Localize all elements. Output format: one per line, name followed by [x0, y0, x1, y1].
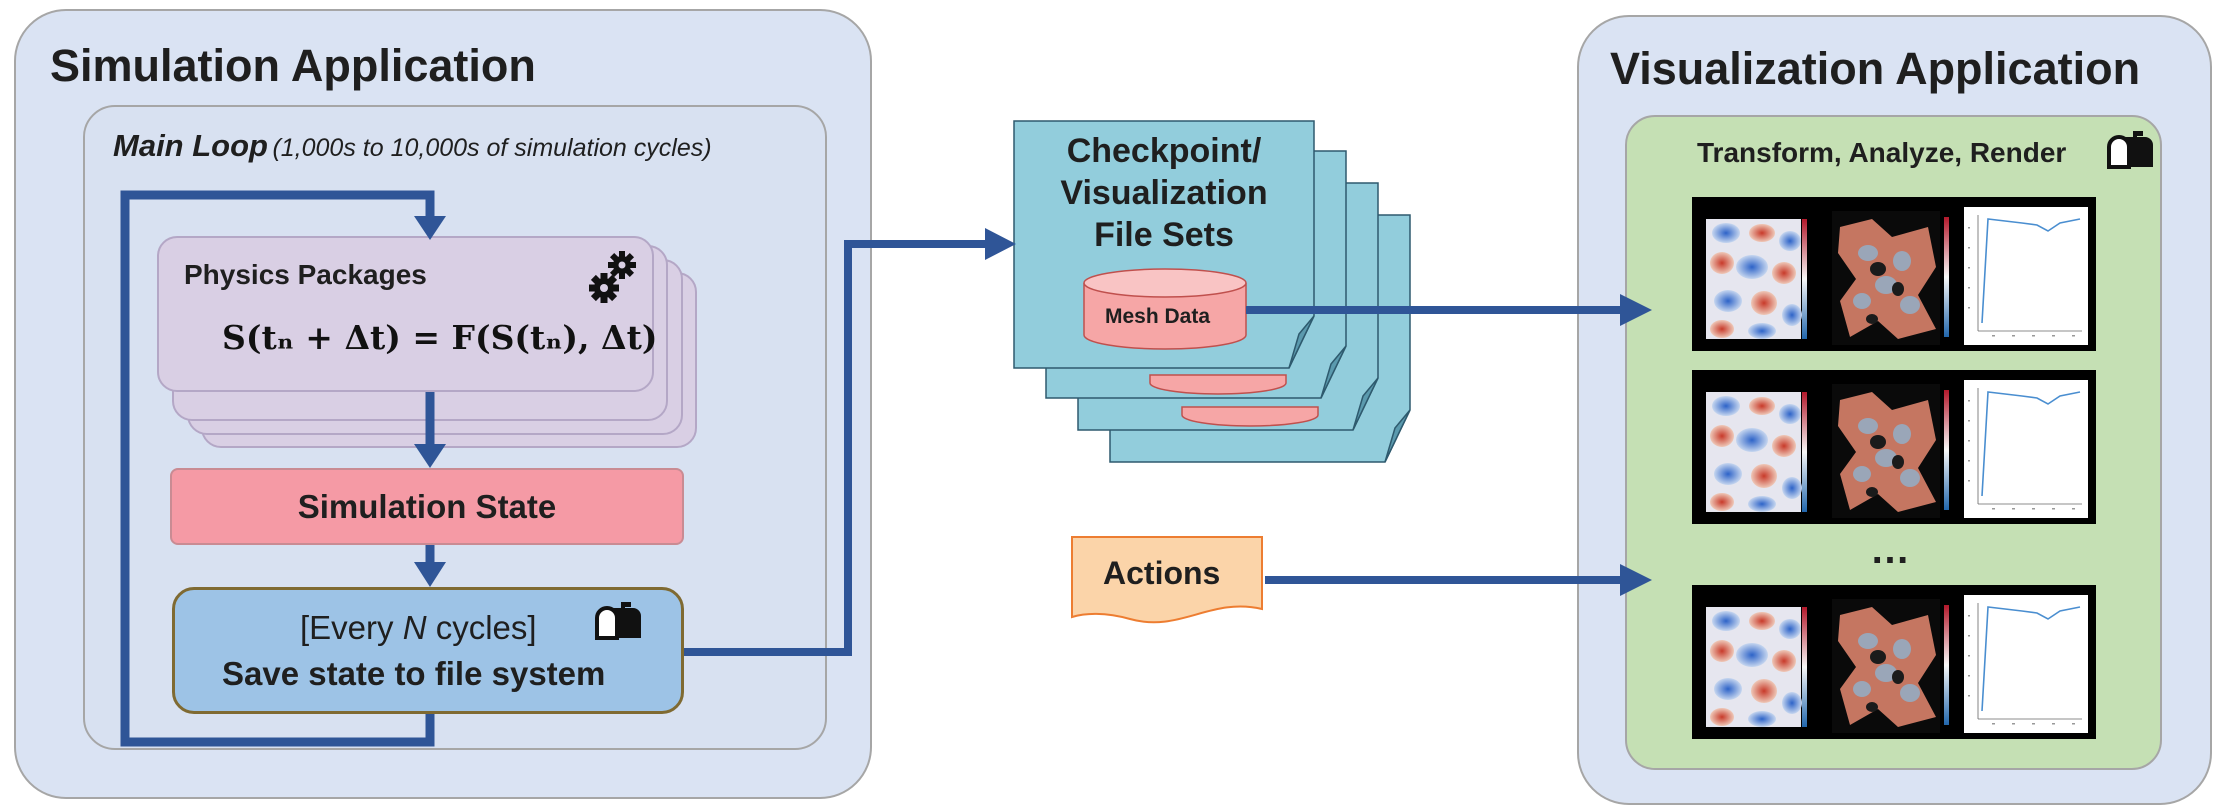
- mailbox-icon: [595, 602, 641, 640]
- physics-packages-title: Physics Packages: [184, 259, 427, 290]
- main-loop-title: Main Loop (1,000s to 10,000s of simulati…: [113, 128, 712, 164]
- simulation-application-title: Simulation Application: [50, 40, 536, 91]
- actions-document: [1071, 536, 1263, 624]
- save-frequency-prefix: [Every: [300, 609, 403, 646]
- save-frequency-variable: N: [402, 609, 427, 646]
- mesh-data-label: Mesh Data: [1105, 305, 1211, 328]
- simulation-state-box: Simulation State: [170, 468, 684, 545]
- main-loop-arrows: [120, 190, 446, 747]
- file-sets-title-text: Checkpoint/ Visualization File Sets: [1060, 132, 1268, 254]
- physics-packages-card: [157, 236, 654, 392]
- main-loop-subtitle: (1,000s to 10,000s of simulation cycles): [272, 134, 712, 162]
- save-state-label: Save state to file system: [222, 655, 606, 692]
- more-renders-ellipsis: …: [1870, 528, 1916, 572]
- file-sets-stack: [1013, 120, 1411, 463]
- save-frequency-suffix: cycles]: [426, 609, 537, 646]
- save-state-box: [172, 587, 684, 714]
- save-frequency-text: [Every N cycles]: [300, 609, 537, 647]
- mailbox-icon: [2107, 131, 2153, 169]
- gears-icon: [589, 251, 636, 303]
- visualization-application-title: Visualization Application: [1610, 43, 2141, 94]
- main-loop-label: Main Loop: [113, 128, 268, 163]
- transform-analyze-render-title: Transform, Analyze, Render: [1697, 137, 2067, 168]
- file-sets-title: Checkpoint/ Visualization File Sets: [1014, 130, 1314, 256]
- physics-formula: S(tₙ + Δt) = F(S(tₙ), Δt): [222, 318, 658, 357]
- actions-label: Actions: [1103, 555, 1221, 591]
